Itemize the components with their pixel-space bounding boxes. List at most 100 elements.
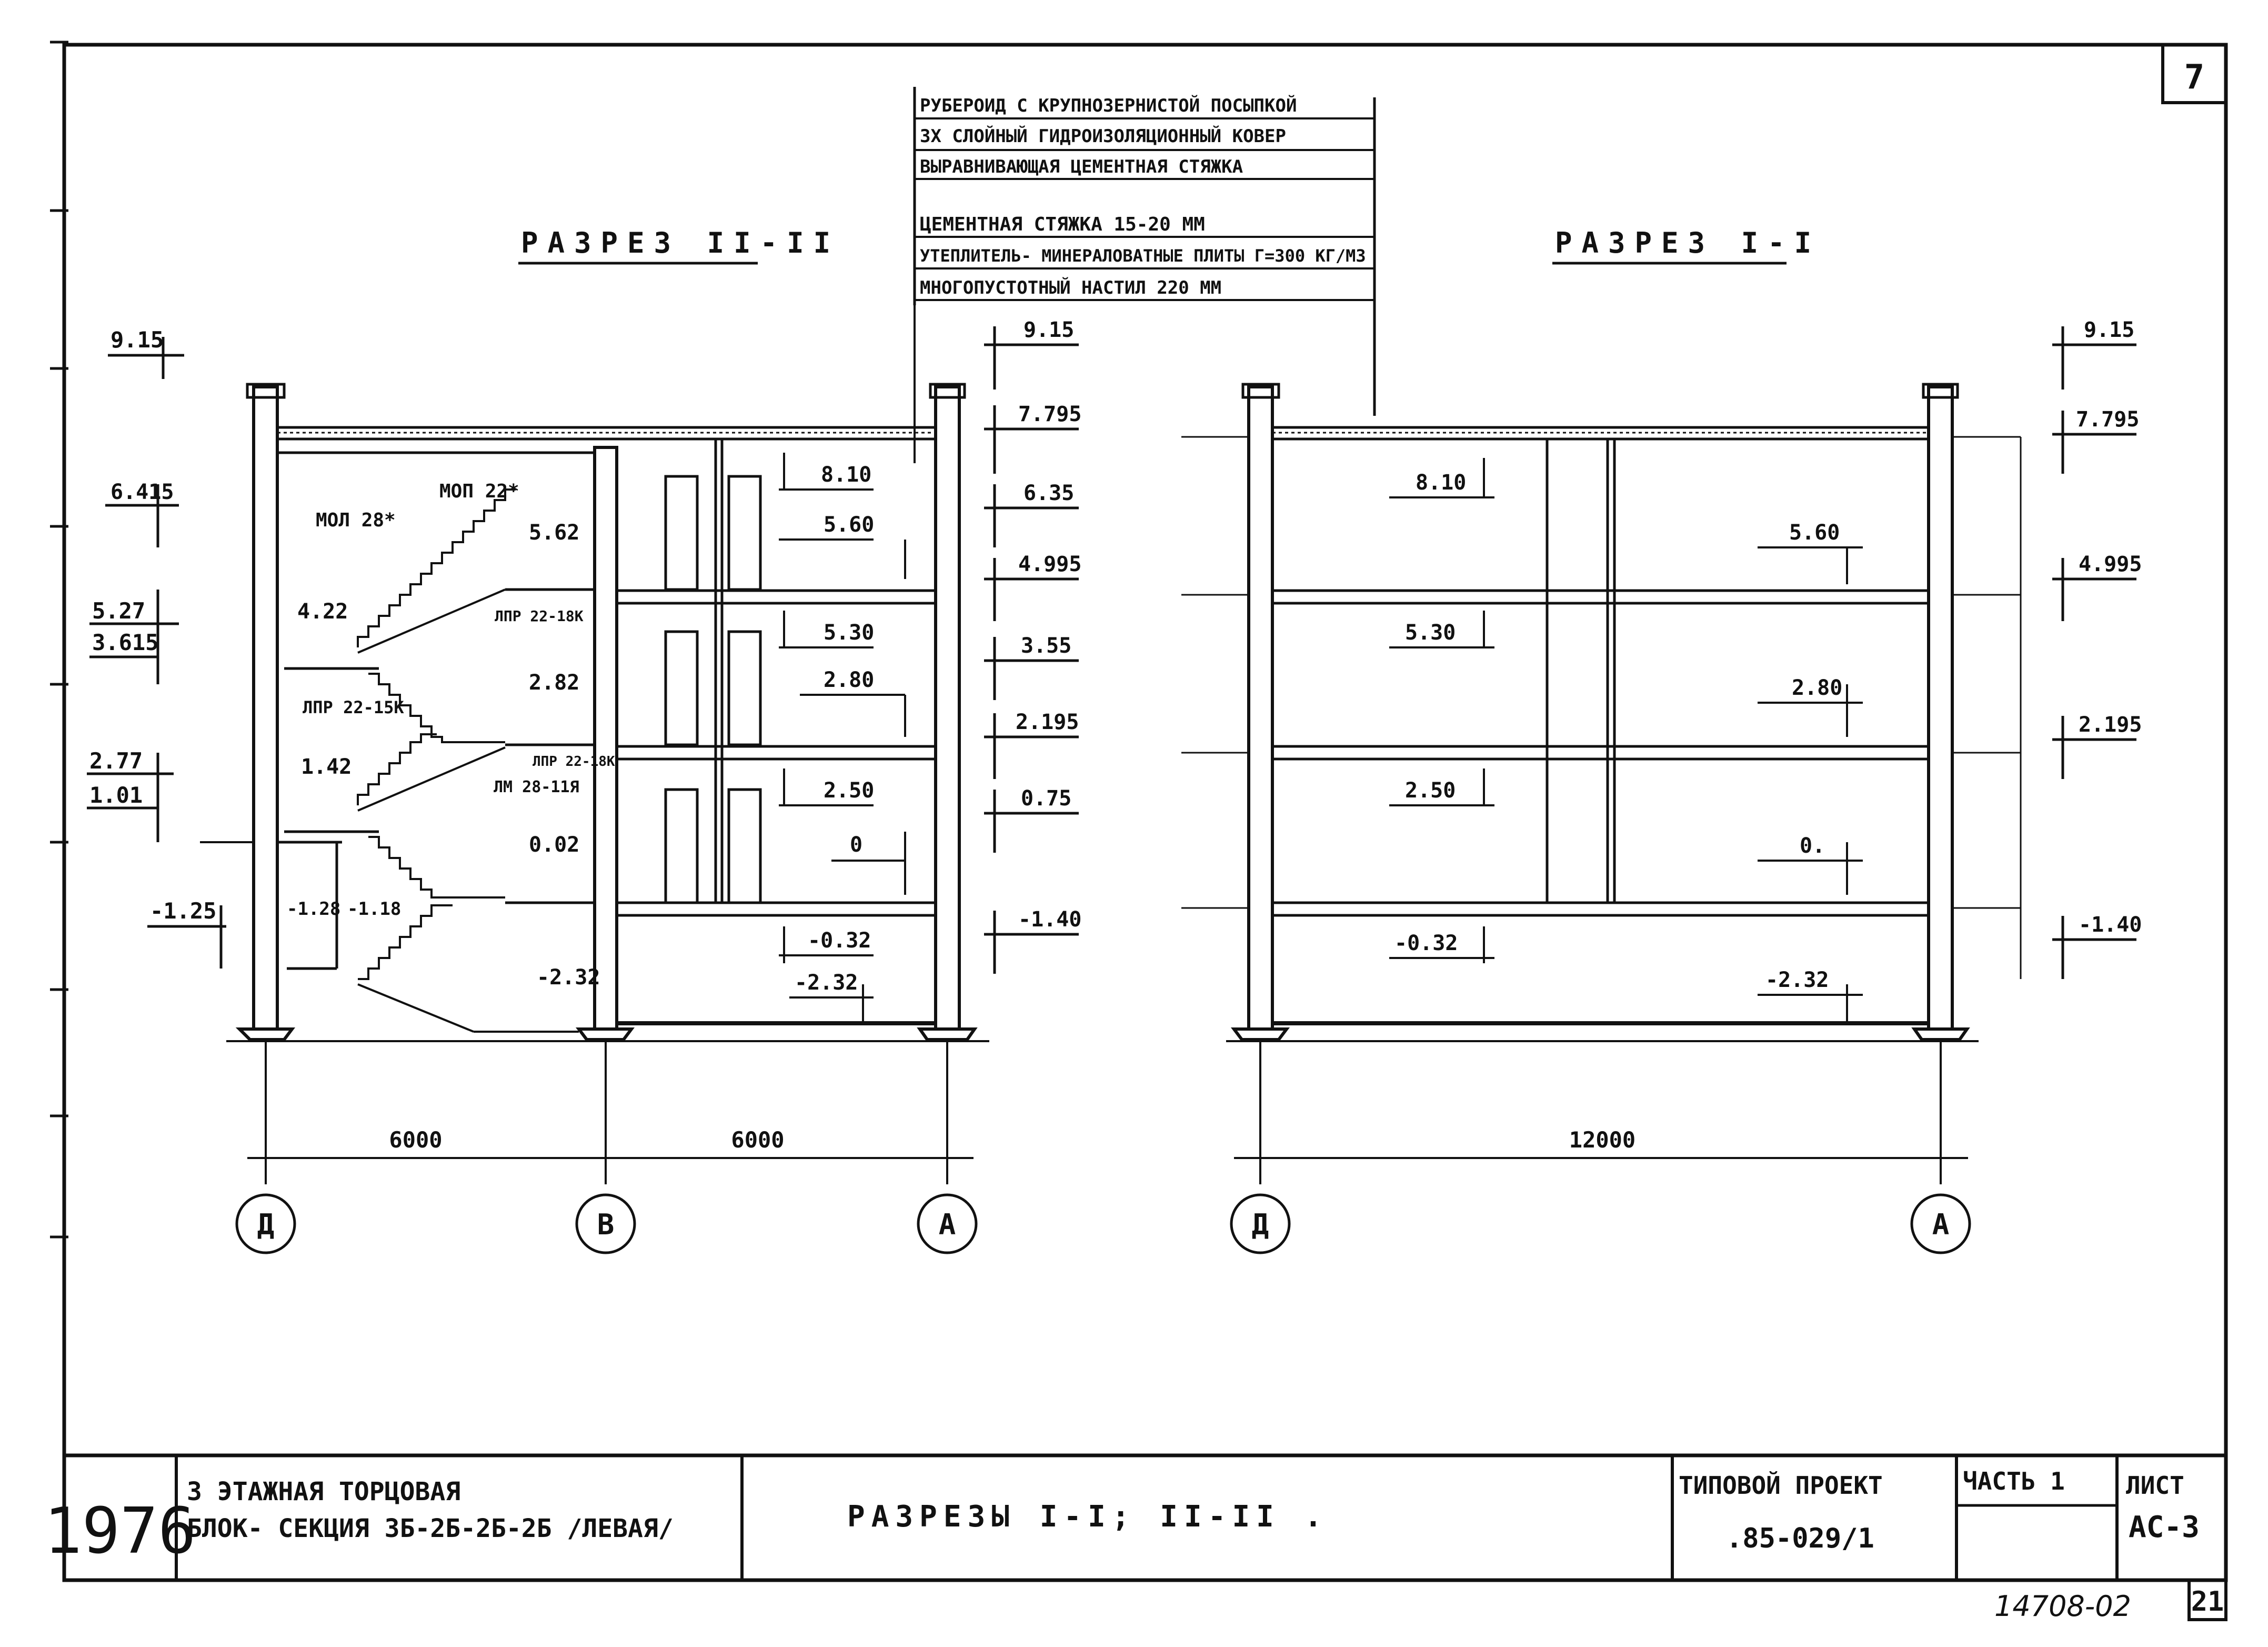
- level-mark: 2.50: [1405, 778, 1456, 803]
- level-mark: -1.28: [287, 899, 340, 920]
- sheet-frame: [62, 43, 2228, 1582]
- level-mark: -1.40: [2079, 913, 2142, 937]
- roof-layer-1: РУБЕРОИД С КРУПНОЗЕРНИСТОЙ ПОСЫПКОЙ: [920, 95, 1297, 116]
- level-mark: 7.795: [1018, 402, 1081, 426]
- level-mark: 3.55: [1021, 634, 1071, 658]
- dimension: 6000: [389, 1127, 442, 1153]
- section-2-dimensions: 6000 6000 Д В А: [235, 1042, 978, 1254]
- level-mark: -1.25: [150, 898, 216, 924]
- page-number: 21: [2191, 1586, 2224, 1618]
- level-mark: 9.15: [1023, 318, 1074, 342]
- level-mark: 2.80: [1792, 676, 1842, 700]
- year: 1976: [44, 1495, 196, 1568]
- section-1-interior-leaders: [1389, 458, 1863, 1021]
- stair-label: ЛПР 22-18К: [533, 754, 615, 770]
- section-2-interior-marks: 8.10 5.60 5.30 2.80 2.50 0 -0.32 -2.32: [795, 463, 874, 995]
- level-mark: -2.32: [795, 971, 858, 995]
- level-mark: 4.22: [297, 600, 348, 624]
- axis-label: Д: [1252, 1208, 1269, 1241]
- section-2-title: РАЗРЕЗ II-II: [521, 226, 840, 259]
- description-line-1: 3 ЭТАЖНАЯ ТОРЦОВАЯ: [187, 1477, 460, 1506]
- section-1-building: [1181, 383, 2022, 1042]
- level-mark: 3.615: [92, 630, 158, 655]
- level-mark: 8.10: [1416, 471, 1466, 495]
- sheet-title: РАЗРЕЗЫ I-I; II-II .: [847, 1500, 1328, 1534]
- level-mark: -0.32: [808, 929, 871, 953]
- level-mark: 6.35: [1023, 481, 1074, 505]
- section-1-right-leaders: [2052, 326, 2136, 979]
- level-mark: 7.795: [2076, 407, 2139, 432]
- level-mark: 5.62: [529, 521, 579, 545]
- section-1-title: РАЗРЕЗ I-I: [1555, 226, 1821, 259]
- section-2-left-marks: 9.15 6.415 5.27 3.615 2.77 1.01 -1.25 -1…: [89, 327, 401, 924]
- sheet-number: 7: [2184, 58, 2205, 97]
- section-2-stair-labels: МОЛ 28* МОП 22* ЛПР 22-18К ЛПР 22-15К ЛП…: [303, 481, 615, 796]
- axis-label: В: [597, 1208, 615, 1241]
- stair-label: МОП 22*: [439, 481, 519, 502]
- level-mark: 2.195: [2079, 713, 2142, 737]
- level-mark: 5.30: [1405, 621, 1456, 645]
- dimension: 12000: [1569, 1127, 1635, 1153]
- title-block: 1976 3 ЭТАЖНАЯ ТОРЦОВАЯ БЛОК- СЕКЦИЯ 3Б-…: [44, 1453, 2226, 1580]
- level-mark: 0.75: [1021, 786, 1071, 811]
- level-mark: 4.995: [2079, 552, 2142, 576]
- level-mark: -0.32: [1394, 931, 1458, 955]
- level-mark: 1.42: [301, 755, 352, 779]
- project-number: .85-029/1: [1726, 1523, 1874, 1554]
- roof-layer-4: ЦЕМЕНТНАЯ СТЯЖКА 15-20 ММ: [920, 214, 1205, 235]
- archive-number: 14708-02: [1994, 1590, 2131, 1623]
- stair-label: МОЛ 28*: [316, 510, 396, 531]
- level-mark: 2.50: [824, 778, 874, 803]
- level-mark: 9.15: [111, 327, 164, 353]
- level-mark: 4.995: [1018, 552, 1081, 576]
- sheet-code: АС-3: [2129, 1510, 2200, 1544]
- level-mark: 5.60: [824, 513, 874, 537]
- axis-label: Д: [257, 1208, 275, 1241]
- level-mark: 2.80: [824, 668, 874, 692]
- axis-label: А: [1932, 1208, 1950, 1241]
- stair-label: ЛПР 22-15К: [303, 697, 404, 717]
- section-2-left-mark-leaders: [87, 337, 226, 969]
- roof-layer-3: ВЫРАВНИВАЮЩАЯ ЦЕМЕНТНАЯ СТЯЖКА: [920, 156, 1243, 177]
- level-mark: -2.32: [1765, 968, 1829, 992]
- section-1-dimensions: 12000 Д А: [1230, 1042, 1971, 1254]
- level-mark: 9.15: [2084, 318, 2134, 342]
- section-2-right-marks: 9.15 7.795 6.35 4.995 3.55 2.195 0.75 -1…: [1016, 318, 1081, 932]
- section-2-right-leaders: [984, 326, 1079, 974]
- level-mark: 6.415: [111, 480, 174, 504]
- sheet-label: ЛИСТ: [2126, 1471, 2184, 1500]
- roof-layers-note: РУБЕРОИД С КРУПНОЗЕРНИСТОЙ ПОСЫПКОЙ 3Х С…: [913, 87, 1376, 463]
- page-number-box: [2187, 1579, 2227, 1621]
- section-1-right-marks: 9.15 7.795 4.995 2.195 -1.40: [2076, 318, 2142, 937]
- level-mark: 0.02: [529, 833, 579, 857]
- roof-layer-5: УТЕПЛИТЕЛЬ- МИНЕРАЛОВАТНЫЕ ПЛИТЫ Г=300 К…: [920, 246, 1366, 266]
- level-mark: 5.60: [1789, 521, 1840, 545]
- section-1-interior-marks: 8.10 5.60 5.30 2.80 2.50 0. -0.32 -2.32: [1394, 471, 1842, 992]
- part-label: ЧАСТЬ 1: [1963, 1467, 2065, 1495]
- level-mark: 2.195: [1016, 710, 1079, 734]
- level-mark: 0.: [1800, 834, 1825, 858]
- level-mark: 2.82: [529, 671, 579, 695]
- stair-label: ЛМ 28-11Я: [494, 778, 579, 796]
- project-label: ТИПОВОЙ ПРОЕКТ: [1679, 1471, 1883, 1500]
- level-mark: -1.40: [1018, 907, 1081, 932]
- section-2-interior-leaders: [779, 453, 906, 1021]
- level-mark: 1.01: [89, 782, 143, 808]
- dimension: 6000: [731, 1127, 784, 1153]
- level-mark: 5.27: [92, 598, 145, 624]
- sheet-number-box: [2161, 43, 2227, 104]
- binding-margin-ticks: [50, 41, 68, 1239]
- level-mark: 0: [850, 833, 862, 857]
- section-2-building: [200, 383, 989, 1042]
- level-mark: 8.10: [821, 463, 871, 487]
- level-mark: -2.32: [537, 965, 600, 990]
- level-mark: 2.77: [89, 748, 143, 774]
- level-mark: 5.30: [824, 621, 874, 645]
- axis-label: А: [939, 1208, 956, 1241]
- description-line-2: БЛОК- СЕКЦИЯ 3Б-2Б-2Б-2Б /ЛЕВАЯ/: [187, 1514, 674, 1543]
- roof-layer-6: МНОГОПУСТОТНЫЙ НАСТИЛ 220 ММ: [920, 277, 1221, 298]
- roof-layer-2: 3Х СЛОЙНЫЙ ГИДРОИЗОЛЯЦИОННЫЙ КОВЕР: [920, 125, 1286, 147]
- level-mark: -1.18: [347, 899, 401, 920]
- stair-label: ЛПР 22-18К: [495, 607, 584, 625]
